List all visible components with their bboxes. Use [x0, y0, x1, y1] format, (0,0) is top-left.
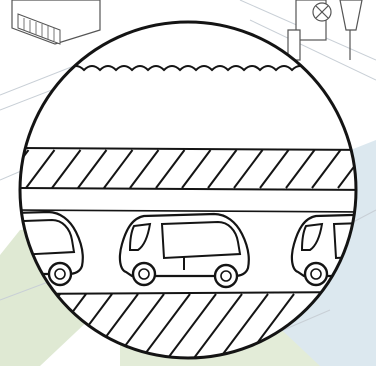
car-center	[120, 214, 249, 287]
car-icon	[0, 212, 376, 287]
